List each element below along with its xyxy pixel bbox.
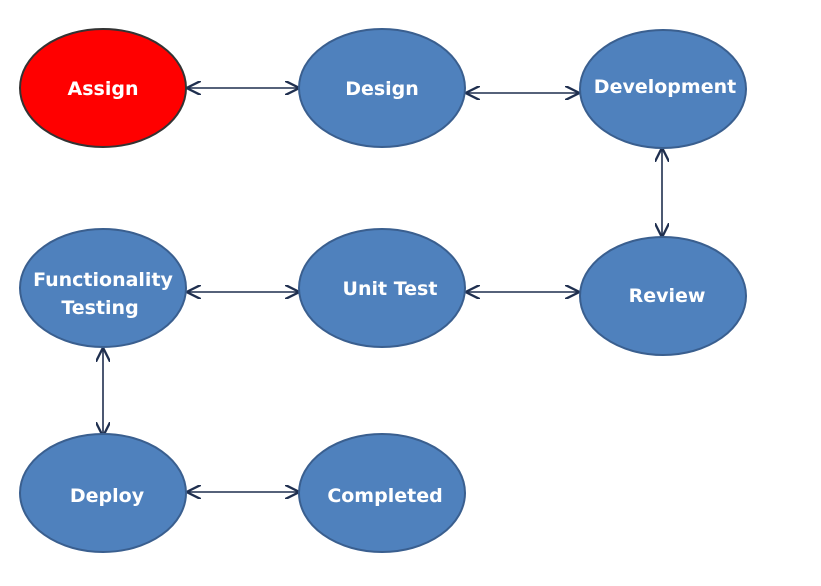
node-assign-label: Assign [68, 78, 139, 100]
node-functionality-testing-label-line2: Testing [61, 297, 138, 319]
node-unit-test: Unit Test [298, 228, 466, 348]
node-assign: Assign [19, 28, 187, 148]
node-completed-label: Completed [327, 485, 442, 507]
node-design: Design [298, 28, 466, 148]
node-unit-test-label: Unit Test [343, 278, 438, 300]
node-functionality-testing-label-line1: Functionality [33, 269, 173, 291]
node-completed: Completed [298, 433, 466, 553]
node-development: Development [579, 29, 747, 149]
node-deploy: Deploy [19, 433, 187, 553]
node-review: Review [579, 236, 747, 356]
node-review-label: Review [629, 285, 706, 307]
node-deploy-label: Deploy [70, 485, 145, 507]
node-development-label: Development [594, 76, 736, 98]
node-design-label: Design [345, 78, 419, 100]
node-functionality-testing: Functionality Testing [19, 228, 187, 348]
